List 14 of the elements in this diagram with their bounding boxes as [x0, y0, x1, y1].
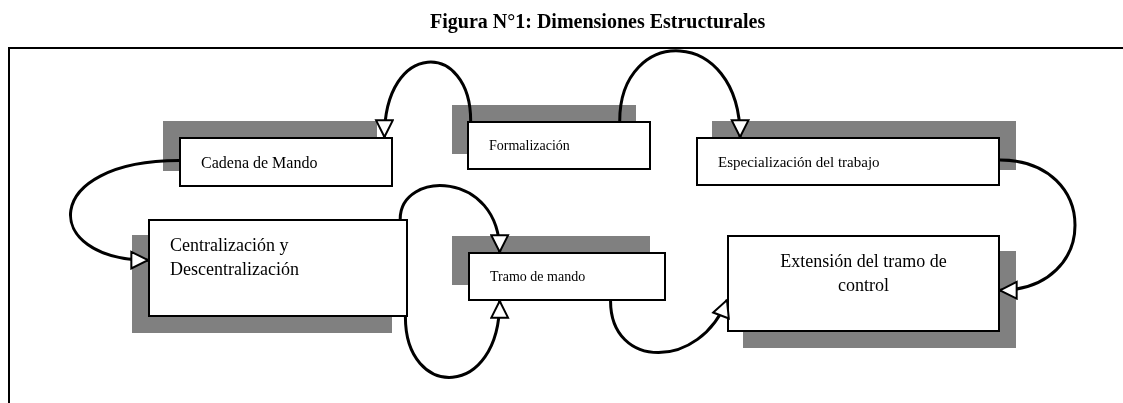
- figure-title: Figura N°1: Dimensiones Estructurales: [430, 9, 766, 35]
- curved-arrow: [403, 300, 508, 379]
- curved-arrow: [376, 60, 473, 138]
- box-label: Especialización del trabajo: [718, 153, 881, 172]
- curved-arrow: [618, 49, 748, 138]
- box-label: Extensión del tramo de control: [779, 250, 948, 297]
- curved-arrow: [398, 184, 508, 253]
- curved-arrow: [609, 299, 729, 354]
- box-label: Formalización: [489, 137, 571, 155]
- box-label: Tramo de mando: [490, 268, 587, 286]
- box-label: Centralización y Descentralización: [170, 234, 300, 281]
- box-label: Cadena de Mando: [201, 153, 319, 173]
- curved-arrow: [69, 159, 180, 269]
- curved-arrow: [999, 158, 1077, 298]
